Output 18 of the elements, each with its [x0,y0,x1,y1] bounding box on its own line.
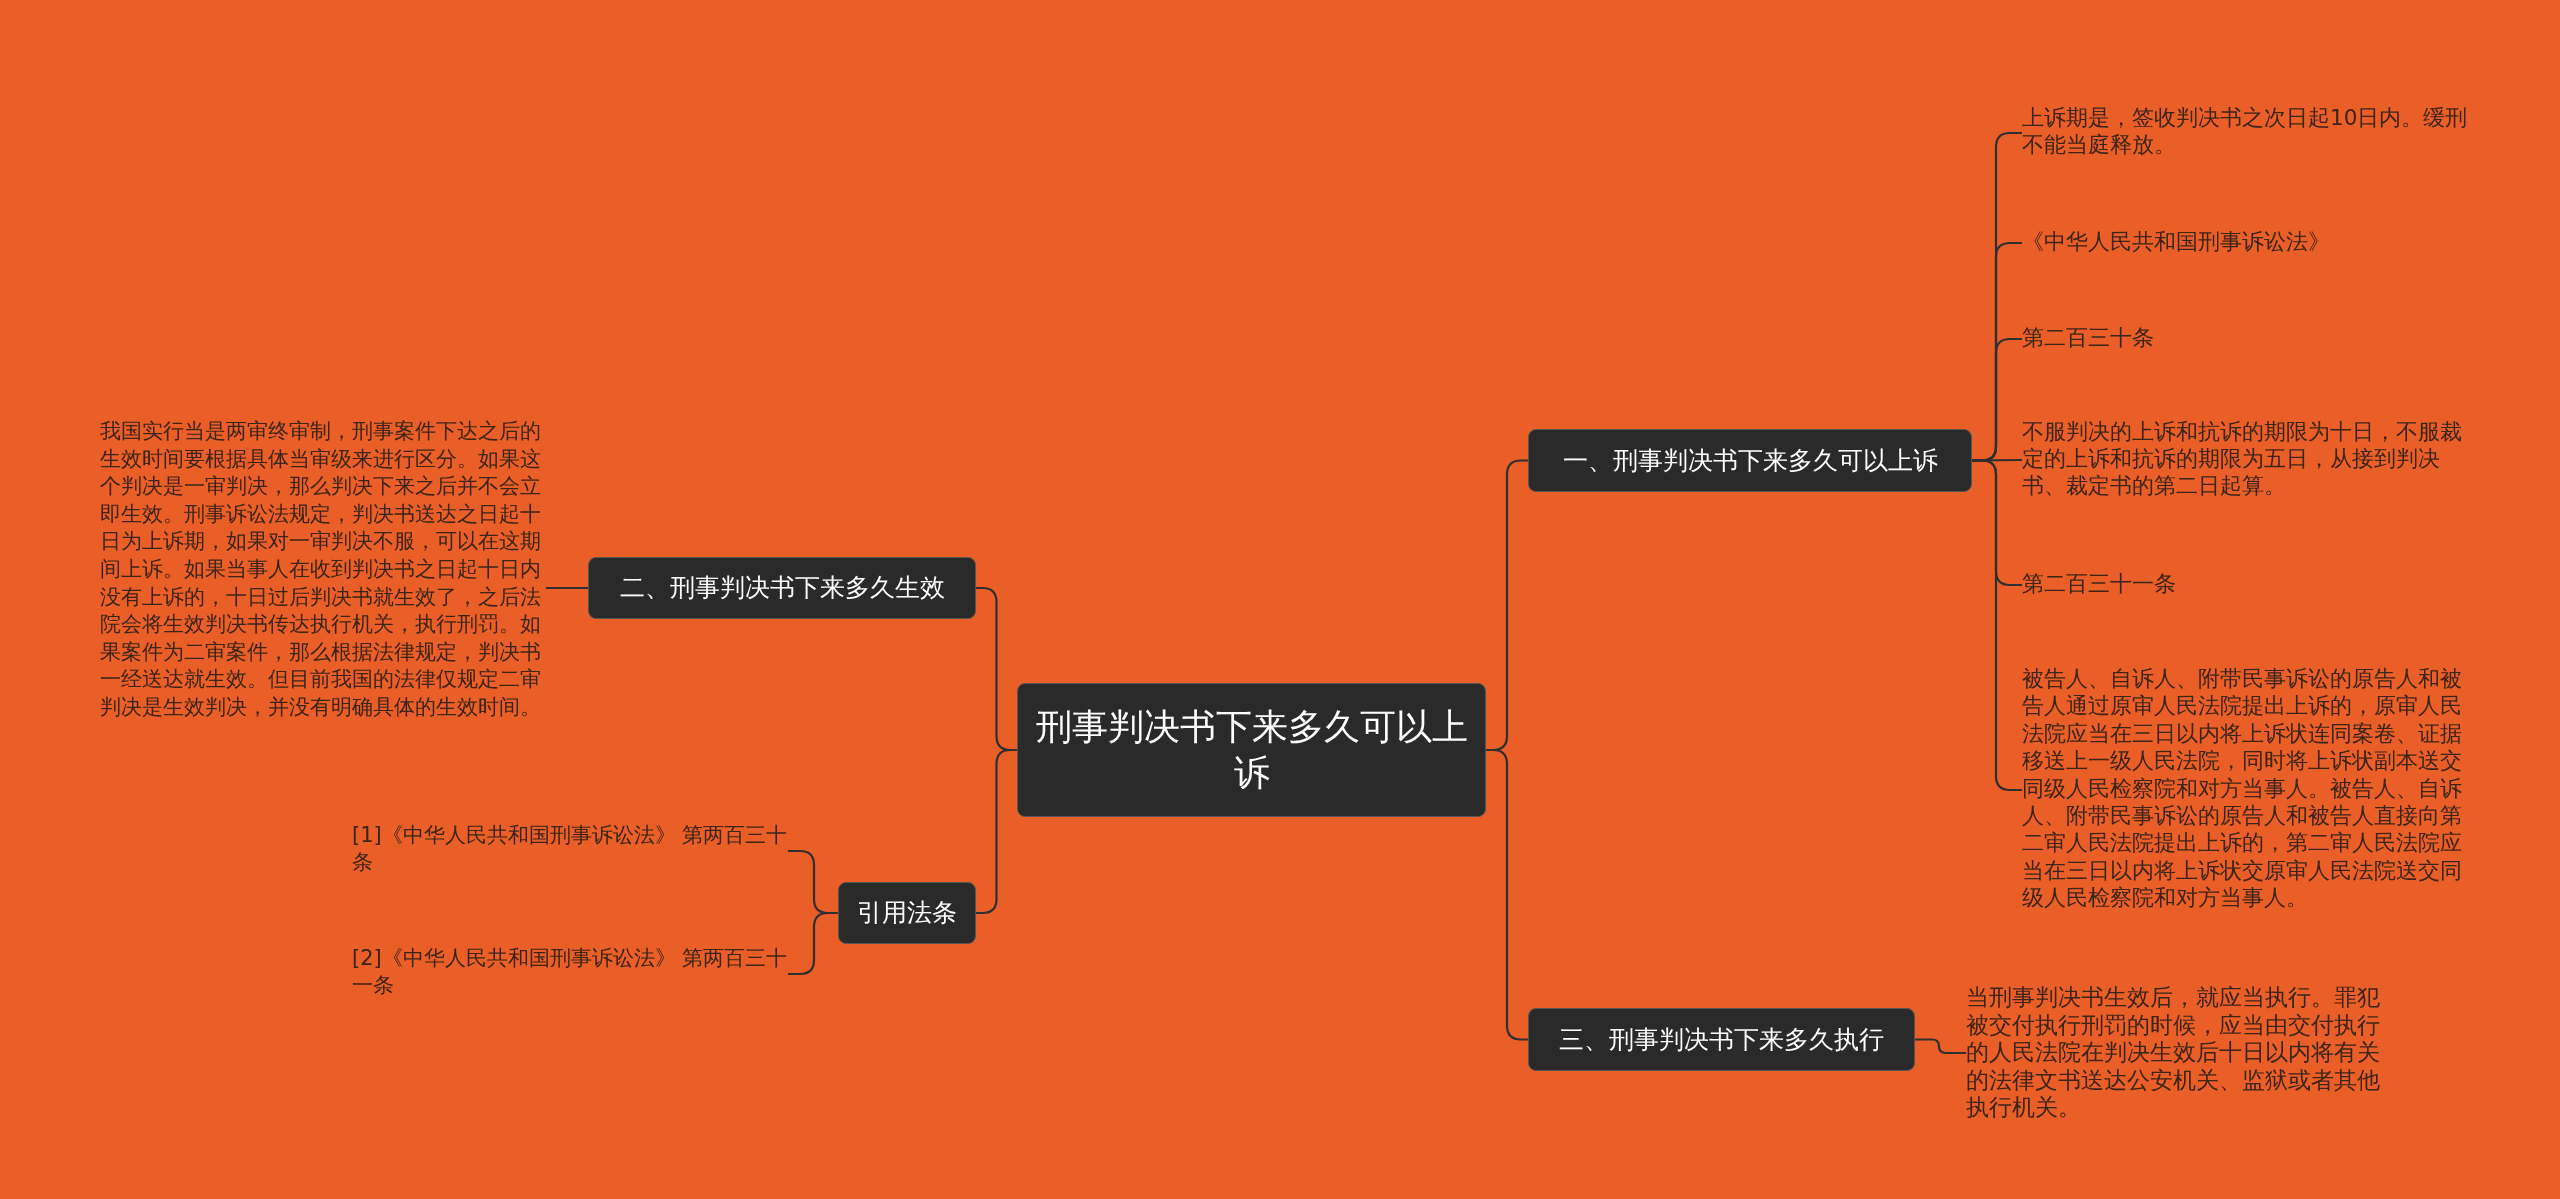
central-topic-box: 刑事判决书下来多久可以上诉 [1017,683,1486,817]
topic-box: 三、刑事判决书下来多久执行 [1528,1008,1915,1071]
connector-line [1915,1038,1966,1055]
note-text: 被告人、自诉人、附带民事诉讼的原告人和被告人通过原审人民法院提出上诉的，原审人民法院应当在三日以内将上诉状连同案卷、证据移送上一级人民法院，同时将上诉状副本送交同级人民检察院和对方当事人。被告人、自诉人、附带民事诉讼的原告人和被告人直接向第二审人民法院提出上诉的，第二审人民法院应当在三日以内将上诉状交原审人民法院送交同级人民检察院和对方当事人。 [2022,665,2468,915]
connector-line [1486,748,1528,1041]
note-text: 当刑事判决书生效后，就应当执行。罪犯被交付执行刑罚的时候，应当由交付执行的人民法院在判决生效后十日以内将有关的法律文书送达公安机关、监狱或者其他执行机关。 [1966,984,2402,1122]
note-text: 我国实行当是两审终审制，刑事案件下达之后的生效时间要根据具体当审级来进行区分。如果这个判决是一审判决，那么判决下来之后并不会立即生效。刑事诉讼法规定，判决书送达之日起十日为上诉期，如果对一审判决不服，可以在这期间上诉。如果当事人在收到判决书之日起十日内没有上诉的，十日过后判决书就生效了，之后法院会将生效判决书传达执行机关，执行刑罚。如果案件为二审案件，那么根据法律规定，判决书一经送达就生效。但目前我国的法律仅规定二审判决是生效判决，并没有明确具体的生效时间。 [100,418,546,758]
note-text: 《中华人民共和国刑事诉讼法》 [2022,228,2468,258]
topic-box: 一、刑事判决书下来多久可以上诉 [1528,429,1972,492]
note-text: 不服判决的上诉和抗诉的期限为十日，不服裁定的上诉和抗诉的期限为五日，从接到判决书、裁定书的第二日起算。 [2022,418,2468,502]
topic-box: 引用法条 [838,882,976,944]
topic-box: 二、刑事判决书下来多久生效 [588,557,976,619]
note-text: 第二百三十一条 [2022,570,2468,600]
note-text: 上诉期是，签收判决书之次日起10日内。缓刑不能当庭释放。 [2022,104,2468,162]
note-text: 第二百三十条 [2022,324,2468,354]
note-text: [1]《中华人民共和国刑事诉讼法》 第两百三十条 [352,822,788,880]
connector-line [546,586,588,590]
note-text: [2]《中华人民共和国刑事诉讼法》 第两百三十一条 [352,945,788,1003]
